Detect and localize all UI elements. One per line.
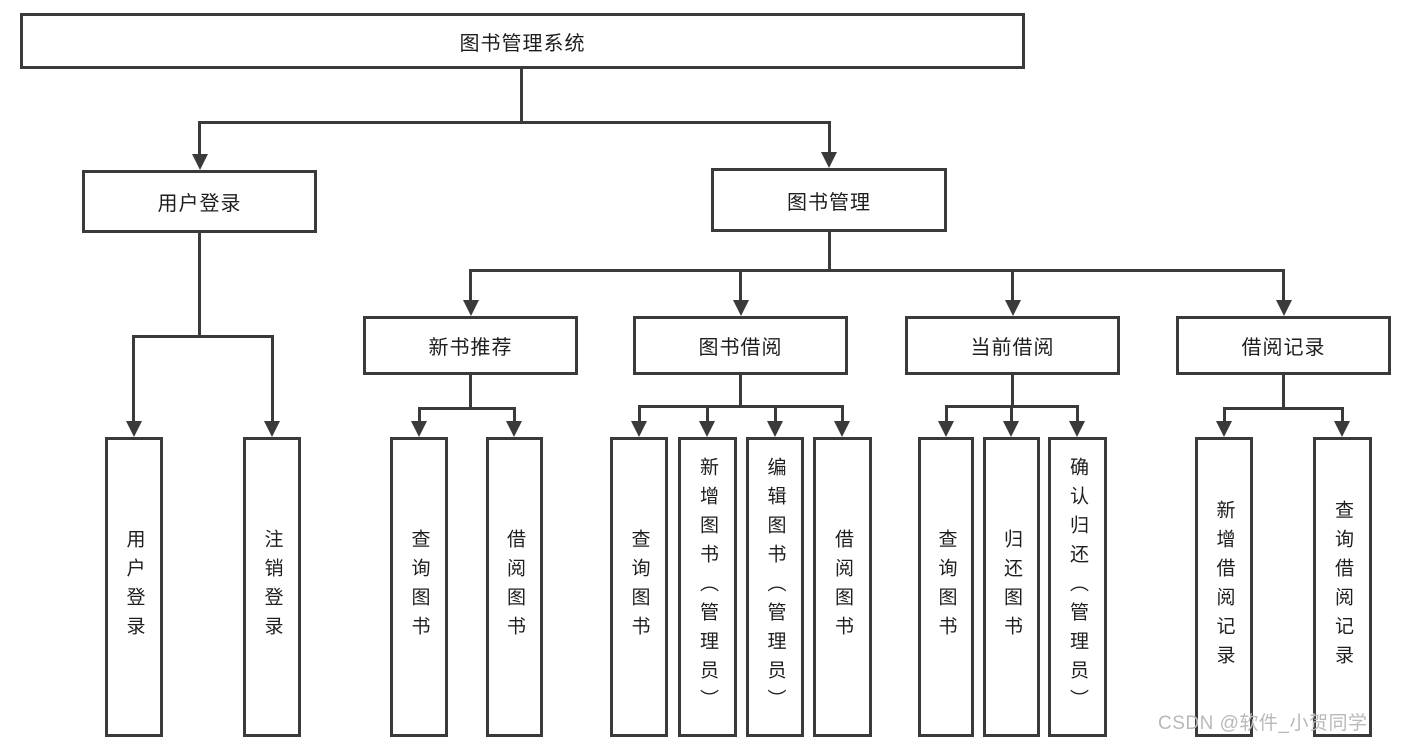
connector-drop-bor-add xyxy=(706,405,709,423)
arrow-down-icon xyxy=(821,152,837,168)
connector-drop-bor-edit xyxy=(774,405,777,423)
arrow-down-icon xyxy=(699,421,715,437)
connector-drop-cur-confirm xyxy=(1076,405,1079,423)
connector-borrow-hbar xyxy=(638,405,843,408)
node-borrow-records-label: 借阅记录 xyxy=(1241,337,1326,359)
connector-drop-bor-query xyxy=(638,405,641,423)
leaf-borrow-borrow-books-label: 借阅图书 xyxy=(832,529,853,645)
connector-drop-rec2-add xyxy=(1223,407,1226,423)
connector-drop-logout xyxy=(271,335,274,423)
arrow-down-icon xyxy=(834,421,850,437)
arrow-down-icon xyxy=(463,300,479,316)
connector-current-stub xyxy=(1011,375,1014,407)
arrow-down-icon xyxy=(506,421,522,437)
arrow-down-icon xyxy=(1069,421,1085,437)
leaf-borrow-edit-books-admin: 编辑图书（管理员） xyxy=(746,437,804,737)
connector-drop-rec-borrow xyxy=(513,407,516,423)
leaf-borrow-borrow-books: 借阅图书 xyxy=(813,437,872,737)
connector-drop-login xyxy=(198,121,201,156)
leaf-borrow-edit-books-admin-label: 编辑图书（管理员） xyxy=(764,456,786,718)
arrow-down-icon xyxy=(1005,300,1021,316)
leaf-records-add-record: 新增借阅记录 xyxy=(1195,437,1253,737)
leaf-records-add-record-label: 新增借阅记录 xyxy=(1213,500,1235,674)
connector-drop-current xyxy=(1011,269,1014,302)
connector-recommend-stub xyxy=(469,375,472,407)
leaf-records-query-record-label: 查询借阅记录 xyxy=(1332,500,1353,674)
node-root-label: 图书管理系统 xyxy=(459,32,586,55)
connector-drop-rec-query xyxy=(418,407,421,423)
connector-manage-stub xyxy=(828,232,831,269)
leaf-recommend-query-books-label: 查询图书 xyxy=(408,529,430,645)
arrow-down-icon xyxy=(631,421,647,437)
node-book-manage-label: 图书管理 xyxy=(787,191,871,214)
connector-drop-cur-return xyxy=(1010,405,1013,423)
node-current-borrow: 当前借阅 xyxy=(905,316,1120,375)
connector-login-stub xyxy=(198,233,201,335)
leaf-borrow-query-books: 查询图书 xyxy=(610,437,668,737)
arrow-down-icon xyxy=(1003,421,1019,437)
leaf-recommend-borrow-books-label: 借阅图书 xyxy=(504,529,525,645)
leaf-user-login: 用户登录 xyxy=(105,437,163,737)
leaf-current-confirm-return-admin-label: 确认归还（管理员） xyxy=(1067,456,1088,718)
leaf-current-confirm-return-admin: 确认归还（管理员） xyxy=(1048,437,1107,737)
leaf-user-login-label: 用户登录 xyxy=(123,529,145,645)
connector-borrow-stub xyxy=(739,375,742,407)
node-new-book-recommend: 新书推荐 xyxy=(363,316,578,375)
leaf-current-query-books-label: 查询图书 xyxy=(935,529,957,645)
leaf-records-query-record: 查询借阅记录 xyxy=(1313,437,1372,737)
connector-drop-manage xyxy=(828,121,831,154)
leaf-current-query-books: 查询图书 xyxy=(918,437,974,737)
arrow-down-icon xyxy=(767,421,783,437)
node-current-borrow-label: 当前借阅 xyxy=(970,337,1055,359)
arrow-down-icon xyxy=(126,421,142,437)
connector-drop-rec2-query xyxy=(1341,407,1344,423)
node-book-manage: 图书管理 xyxy=(711,168,947,232)
arrow-down-icon xyxy=(1334,421,1350,437)
leaf-current-return-books: 归还图书 xyxy=(983,437,1040,737)
node-user-login: 用户登录 xyxy=(82,170,317,233)
node-book-borrow: 图书借阅 xyxy=(633,316,848,375)
node-new-book-recommend-label: 新书推荐 xyxy=(428,337,513,359)
node-user-login-label: 用户登录 xyxy=(157,193,242,215)
leaf-logout: 注销登录 xyxy=(243,437,301,737)
connector-login-hbar xyxy=(132,335,273,338)
connector-drop-cur-query xyxy=(945,405,948,423)
node-book-borrow-label: 图书借阅 xyxy=(698,337,783,359)
arrow-down-icon xyxy=(733,300,749,316)
arrow-down-icon xyxy=(411,421,427,437)
connector-drop-bor-borrow xyxy=(841,405,844,423)
connector-drop-borrow xyxy=(739,269,742,302)
connector-records-hbar xyxy=(1223,407,1343,410)
arrow-down-icon xyxy=(938,421,954,437)
arrow-down-icon xyxy=(192,154,208,170)
connector-root-stub xyxy=(520,69,523,121)
leaf-recommend-borrow-books: 借阅图书 xyxy=(486,437,543,737)
leaf-logout-label: 注销登录 xyxy=(261,529,283,645)
leaf-recommend-query-books: 查询图书 xyxy=(390,437,448,737)
connector-recommend-hbar xyxy=(418,407,515,410)
connector-drop-recommend xyxy=(469,269,472,302)
leaf-borrow-add-books-admin-label: 新增图书（管理员） xyxy=(697,456,718,718)
leaf-borrow-query-books-label: 查询图书 xyxy=(628,529,650,645)
connector-manage-hbar xyxy=(469,269,1284,272)
node-root: 图书管理系统 xyxy=(20,13,1025,69)
arrow-down-icon xyxy=(264,421,280,437)
connector-records-stub xyxy=(1282,375,1285,407)
connector-drop-user-login xyxy=(132,335,135,423)
leaf-borrow-add-books-admin: 新增图书（管理员） xyxy=(678,437,737,737)
connector-root-hbar xyxy=(198,121,831,124)
connector-drop-records xyxy=(1282,269,1285,302)
watermark: CSDN @软件_小贺同学 xyxy=(1158,713,1368,734)
arrow-down-icon xyxy=(1276,300,1292,316)
node-borrow-records: 借阅记录 xyxy=(1176,316,1391,375)
leaf-current-return-books-label: 归还图书 xyxy=(1001,529,1022,645)
arrow-down-icon xyxy=(1216,421,1232,437)
